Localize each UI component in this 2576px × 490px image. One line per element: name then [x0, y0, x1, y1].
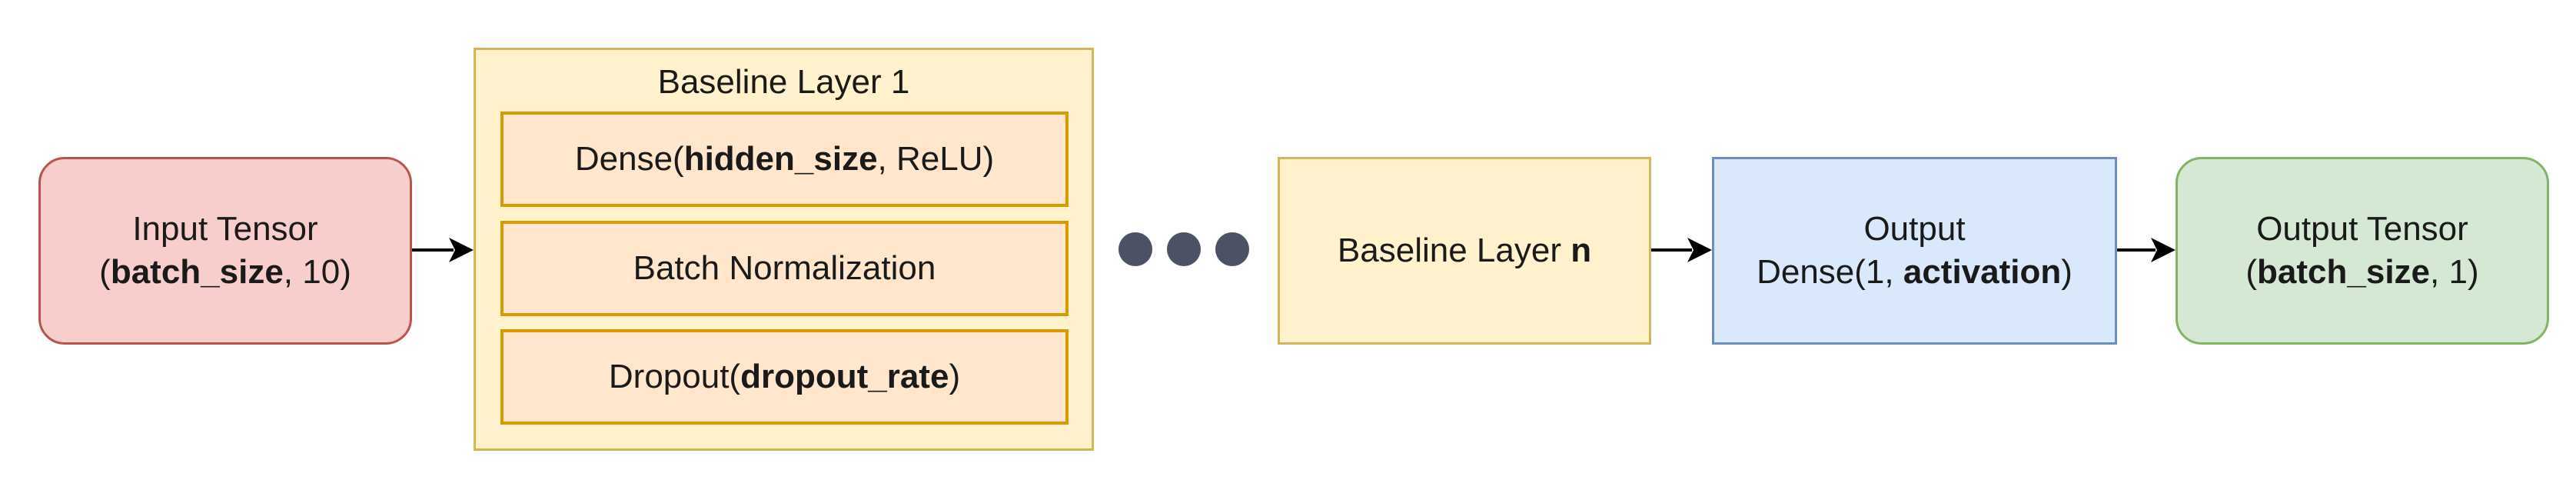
- baseline-layer-n-label: Baseline Layer n: [1338, 229, 1591, 272]
- output-tensor-shape: (batch_size, 1): [2245, 251, 2478, 294]
- output-tensor-open-paren: (: [2245, 253, 2258, 291]
- output-tensor-batch-size: batch_size: [2257, 253, 2431, 291]
- output-dense-prefix: Dense(1,: [1757, 253, 1903, 291]
- baseline-layer-1-group: Baseline Layer 1 Dense(hidden_size, ReLU…: [474, 48, 1094, 451]
- ellipsis-dot: [1167, 232, 1201, 266]
- baseline-layer-n-prefix: Baseline Layer: [1337, 232, 1571, 269]
- output-activation: activation: [1903, 253, 2062, 291]
- output-layer-node: Output Dense(1, activation): [1712, 157, 2117, 345]
- output-tensor-node: Output Tensor (batch_size, 1): [2175, 157, 2549, 345]
- batch-normalization-sublayer: Batch Normalization: [500, 221, 1069, 316]
- dropout-sublayer: Dropout(dropout_rate): [500, 329, 1069, 425]
- dense-suffix: , ReLU): [877, 140, 995, 178]
- input-tensor-shape-rest: , 10): [283, 253, 351, 291]
- arrow-output-to-output-tensor: [2117, 238, 2175, 262]
- dense-sublayer: Dense(hidden_size, ReLU): [500, 112, 1069, 207]
- batch-normalization-label: Batch Normalization: [633, 249, 936, 287]
- ellipsis-dots: [1118, 232, 1249, 268]
- dense-hidden-size: hidden_size: [683, 140, 878, 178]
- input-tensor-node: Input Tensor (batch_size, 10): [38, 157, 412, 345]
- output-dense-suffix: ): [2061, 253, 2072, 291]
- dropout-suffix: ): [949, 358, 961, 395]
- dense-label: Dense(hidden_size, ReLU): [575, 138, 994, 181]
- dropout-prefix: Dropout(: [608, 358, 741, 395]
- dropout-rate: dropout_rate: [740, 358, 949, 395]
- output-tensor-title: Output Tensor: [2256, 210, 2468, 248]
- dropout-label: Dropout(dropout_rate): [609, 355, 960, 398]
- baseline-layer-n-node: Baseline Layer n: [1278, 157, 1651, 345]
- arrow-baseline-n-to-output: [1651, 238, 1712, 262]
- ellipsis-dot: [1215, 232, 1249, 266]
- output-layer-title: Output: [1863, 210, 1966, 248]
- input-tensor-open-paren: (: [99, 253, 111, 291]
- input-tensor-title: Input Tensor: [132, 210, 318, 248]
- output-layer-dense: Dense(1, activation): [1757, 251, 2072, 294]
- arrow-input-to-baseline-1: [412, 238, 474, 262]
- baseline-layer-1-title: Baseline Layer 1: [657, 63, 910, 101]
- input-tensor-shape: (batch_size, 10): [99, 251, 351, 294]
- ellipsis-dot: [1118, 232, 1152, 266]
- dense-prefix: Dense(: [574, 140, 684, 178]
- baseline-layer-n-index: n: [1571, 232, 1592, 269]
- output-tensor-shape-rest: , 1): [2430, 253, 2479, 291]
- input-tensor-batch-size: batch_size: [110, 253, 284, 291]
